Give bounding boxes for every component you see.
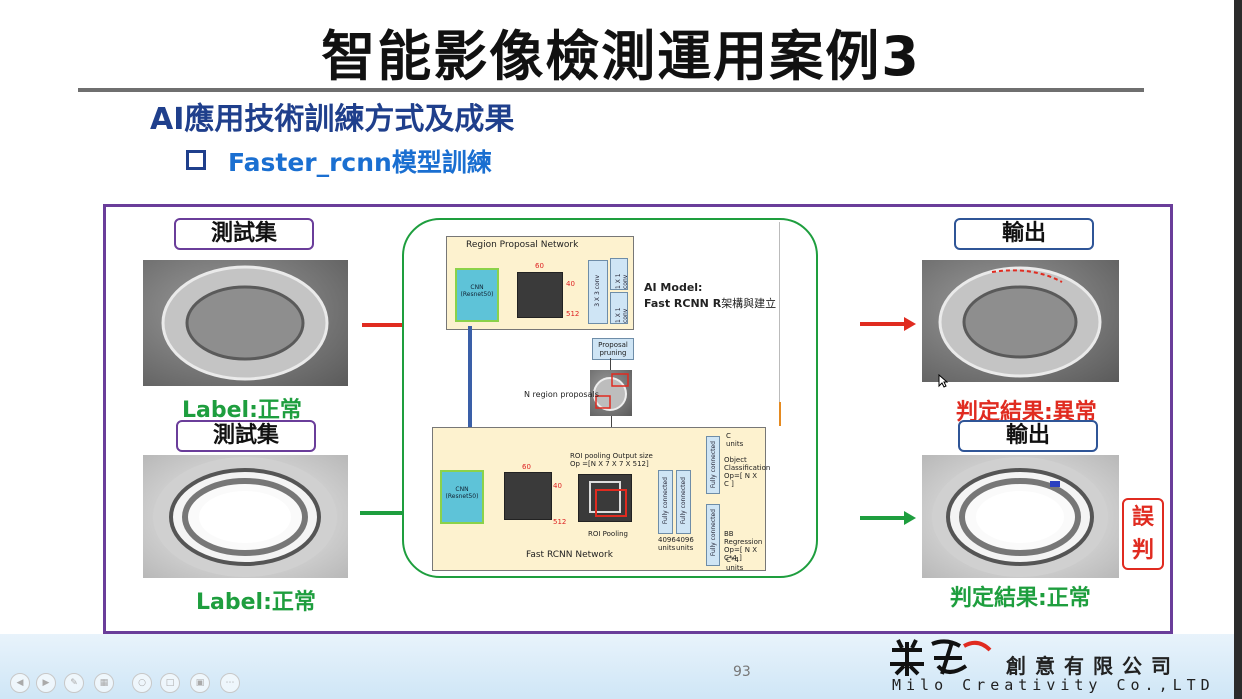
dim-40: 40 — [566, 280, 575, 288]
label-normal-top: Label:正常 — [182, 398, 302, 423]
ai-model-line2: Fast RCNN R架構與建立 — [644, 296, 776, 312]
bb-regression: BB Regression Op=[ N X C*4 ] — [724, 530, 763, 562]
conv1b-label: 1 X 1 conv — [615, 307, 629, 323]
feature-map-bottom — [504, 472, 552, 520]
conv3-label: 3 X 3 conv — [594, 275, 601, 307]
roi-feature-map — [578, 474, 632, 522]
washer-graphic — [161, 265, 329, 381]
pruning-connector — [610, 358, 611, 370]
slide-title: 智能影像檢測運用案例3 — [321, 25, 921, 88]
c4-units: C*4 units — [726, 556, 744, 572]
dim-60: 60 — [535, 262, 544, 270]
fc4-label: Fully connected — [710, 509, 717, 557]
ai-model-note: AI Model: Fast RCNN R架構與建立 — [644, 280, 776, 312]
bullet-square-icon — [186, 150, 206, 170]
ai-model-line1: AI Model: — [644, 281, 703, 294]
cnn-label: CNN (Resnet50) — [460, 284, 494, 298]
divider-accent — [779, 402, 781, 426]
fc-layer-bbox: Fully connected — [706, 504, 720, 566]
fast-rcnn-title: Fast RCNN Network — [526, 550, 613, 560]
pen-icon[interactable]: ✎ — [64, 673, 84, 693]
search-icon[interactable]: ○ — [132, 673, 152, 693]
test-image-top — [143, 260, 348, 386]
units-4096-a: 4096 units — [658, 536, 676, 552]
cnn-label-2: CNN (Resnet50) — [445, 486, 479, 500]
ai-model-bold: Fast RCNN R — [644, 297, 722, 310]
prev-icon[interactable]: ◀ — [10, 673, 30, 693]
next-icon[interactable]: ▶ — [36, 673, 56, 693]
bullet-text: Faster_rcnn模型訓練 — [228, 148, 492, 177]
roi-pooling-label: ROI Pooling — [588, 530, 628, 538]
object-classification: Object Classification Op=[ N X C ] — [724, 456, 771, 488]
test-image-bottom — [143, 455, 348, 578]
vertical-connector — [468, 326, 472, 472]
result-normal: 判定結果:正常 — [950, 586, 1091, 611]
label-normal-bottom: Label:正常 — [196, 590, 316, 615]
washer-graphic — [938, 266, 1102, 378]
test-set-box-top: 測試集 — [174, 218, 314, 250]
content-frame — [103, 204, 1173, 634]
cnn-block-bottom: CNN (Resnet50) — [440, 470, 484, 524]
units-4096-b: 4096 units — [676, 536, 694, 552]
display-icon[interactable]: ▣ — [190, 673, 210, 693]
misjudge-char-1: 誤 — [1131, 505, 1154, 530]
more-icon[interactable]: ⋯ — [220, 673, 240, 693]
dim-40b: 40 — [553, 482, 562, 490]
feature-map-top — [517, 272, 563, 318]
cnn-block-top: CNN (Resnet50) — [455, 268, 499, 322]
ai-model-rest: 架構與建立 — [721, 297, 777, 310]
conv-1x1-a: 1 X 1 conv — [610, 258, 629, 290]
slide-subtitle: AI應用技術訓練方式及成果 — [150, 102, 515, 137]
conv-1x1-b: 1 X 1 conv — [610, 292, 629, 324]
window-edge — [1234, 0, 1242, 699]
roi-output-size: ROI pooling Output size Op =[N X 7 X 7 X… — [570, 452, 653, 468]
washer-graphic — [932, 457, 1108, 577]
roi-box-white — [589, 481, 621, 513]
pruning-label: Proposal pruning — [598, 341, 628, 357]
page-number: 93 — [733, 664, 751, 680]
conv1a-label: 1 X 1 conv — [615, 273, 629, 289]
dim-60b: 60 — [522, 463, 531, 471]
fc3-label: Fully connected — [710, 441, 717, 489]
output-image-top — [922, 260, 1119, 382]
fc1-label: Fully connected — [662, 477, 669, 525]
output-image-bottom — [922, 455, 1119, 578]
proposal-pruning-block: Proposal pruning — [592, 338, 634, 360]
rpn-title: Region Proposal Network — [466, 240, 579, 250]
fc-layer-class: Fully connected — [706, 436, 720, 494]
region-proposal-thumbnail — [590, 370, 632, 416]
roi-box-red — [595, 489, 627, 517]
milo-logo-mark — [890, 639, 992, 676]
fc-layer-1: Fully connected — [658, 470, 673, 534]
conv-3x3: 3 X 3 conv — [588, 260, 608, 324]
test-set-box-bottom: 測試集 — [176, 420, 316, 452]
washer-graphic — [153, 457, 337, 577]
dim-512b: 512 — [553, 518, 567, 526]
fc2-label: Fully connected — [680, 477, 687, 525]
zoom-icon[interactable]: □ — [160, 673, 180, 693]
dim-512: 512 — [566, 310, 580, 318]
output-box-bottom: 輸出 — [958, 420, 1098, 452]
slides-icon[interactable]: ▦ — [94, 673, 114, 693]
fc-layer-2: Fully connected — [676, 470, 691, 534]
misjudge-badge: 誤 判 — [1122, 498, 1164, 570]
c-units: C units — [726, 432, 744, 448]
n-region-proposals: N region proposals — [524, 390, 599, 399]
mouse-cursor-icon — [938, 374, 948, 388]
company-name-en: Milo Creativity Co.,LTD — [892, 676, 1215, 694]
title-divider — [78, 88, 1144, 92]
company-name-cn: 創意有限公司 — [1006, 654, 1180, 678]
output-box-top: 輸出 — [954, 218, 1094, 250]
proposal-boxes — [593, 373, 629, 411]
misjudge-char-2: 判 — [1131, 538, 1154, 563]
divider-line — [779, 222, 780, 418]
